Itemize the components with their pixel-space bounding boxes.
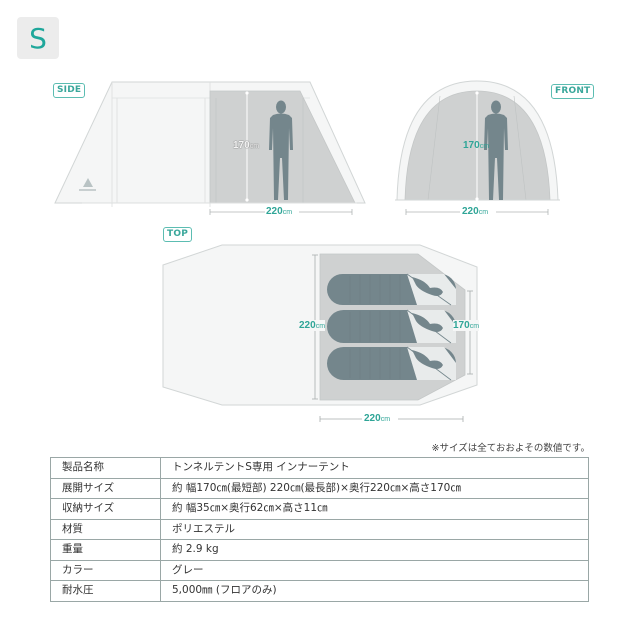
top-length-unit: cm <box>315 323 326 330</box>
side-width-label: 220cm <box>266 206 292 217</box>
size-badge: S <box>17 17 59 59</box>
spec-key: 展開サイズ <box>50 477 161 499</box>
spec-key: 収納サイズ <box>50 498 161 520</box>
spec-key: 製品名称 <box>50 457 161 479</box>
spec-key: カラー <box>50 559 161 581</box>
table-row: 収納サイズ 約 幅35㎝×奥行62㎝×高さ11㎝ <box>50 498 589 520</box>
spec-key: 重量 <box>50 539 161 561</box>
spec-value: トンネルテントS専用 インナーテント <box>160 457 589 479</box>
spec-value: 約 2.9 kg <box>160 539 589 561</box>
side-view-tag: SIDE <box>53 83 86 98</box>
spec-value: 5,000㎜ (フロアのみ) <box>160 580 589 602</box>
spec-value: グレー <box>160 559 589 581</box>
top-right-width-unit: cm <box>469 323 480 330</box>
sleeping-bags <box>327 273 456 381</box>
side-width-unit: cm <box>282 209 293 216</box>
front-height-unit: cm <box>479 143 490 150</box>
person-silhouette-side <box>269 100 293 200</box>
side-height-value: 170 <box>233 140 250 151</box>
front-width-value: 220 <box>462 206 479 217</box>
top-right-width-value: 170 <box>453 320 470 331</box>
spec-key: 耐水圧 <box>50 580 161 602</box>
top-view-tag: TOP <box>163 227 192 242</box>
table-row: 展開サイズ 約 幅170㎝(最短部) 220㎝(最長部)×奥行220㎝×高さ17… <box>50 477 589 499</box>
front-view-tag: FRONT <box>551 84 595 99</box>
side-view-drawing <box>54 81 366 218</box>
approximate-size-note: ※サイズは全ておおよその数値です。 <box>431 443 590 454</box>
spec-value: 約 幅170㎝(最短部) 220㎝(最長部)×奥行220㎝×高さ170㎝ <box>160 477 589 499</box>
top-bottom-width-unit: cm <box>380 416 391 423</box>
table-row: カラー グレー <box>50 559 589 581</box>
table-row: 材質 ポリエステル <box>50 518 589 540</box>
person-silhouette-front <box>484 100 508 200</box>
front-view-drawing <box>395 80 560 218</box>
front-height-value: 170 <box>463 140 480 151</box>
top-bottom-width-value: 220 <box>364 413 381 424</box>
top-view-drawing <box>162 244 478 425</box>
spec-value: 約 幅35㎝×奥行62㎝×高さ11㎝ <box>160 498 589 520</box>
side-height-label: 170cm <box>233 140 259 151</box>
front-width-unit: cm <box>478 209 489 216</box>
top-right-width-label: 170cm <box>453 320 480 331</box>
front-width-label: 220cm <box>462 206 488 217</box>
spec-key: 材質 <box>50 518 161 540</box>
spec-table: 製品名称 トンネルテントS専用 インナーテント 展開サイズ 約 幅170㎝(最短… <box>50 457 589 602</box>
top-length-value: 220 <box>299 320 316 331</box>
top-length-label: 220cm <box>299 320 326 331</box>
spec-value: ポリエステル <box>160 518 589 540</box>
table-row: 耐水圧 5,000㎜ (フロアのみ) <box>50 580 589 602</box>
table-row: 重量 約 2.9 kg <box>50 539 589 561</box>
top-bottom-width-label: 220cm <box>364 413 390 424</box>
side-width-value: 220 <box>266 206 283 217</box>
table-row: 製品名称 トンネルテントS専用 インナーテント <box>50 457 589 479</box>
front-height-label: 170cm <box>463 140 489 151</box>
tent-diagram <box>54 80 560 425</box>
side-height-unit: cm <box>249 143 260 150</box>
